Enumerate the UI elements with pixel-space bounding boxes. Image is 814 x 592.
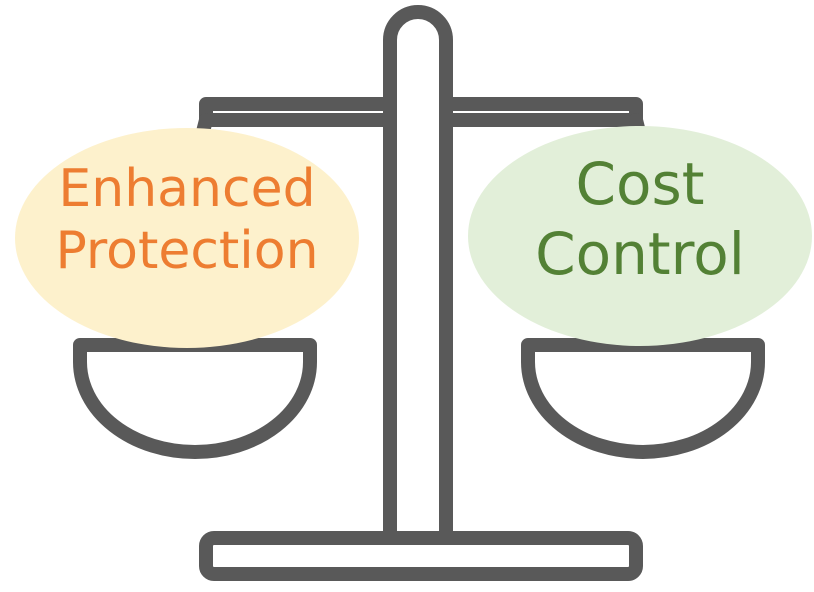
right-weight-ellipse	[468, 126, 812, 346]
left-pan-label-line1: Enhanced	[58, 159, 316, 219]
scale-left-pan	[73, 338, 317, 459]
scale-base	[199, 531, 643, 581]
right-pan-label-line1: Cost	[575, 150, 705, 218]
right-pan-label-line2: Control	[535, 219, 745, 288]
left-pan-label-line2: Protection	[55, 221, 319, 282]
scale-pillar	[383, 5, 453, 545]
scale-right-pan	[521, 338, 765, 459]
left-pan-label: Enhanced Protection	[12, 158, 362, 283]
left-weight-ellipse	[15, 128, 359, 348]
right-pan-label: Cost Control	[470, 150, 810, 289]
